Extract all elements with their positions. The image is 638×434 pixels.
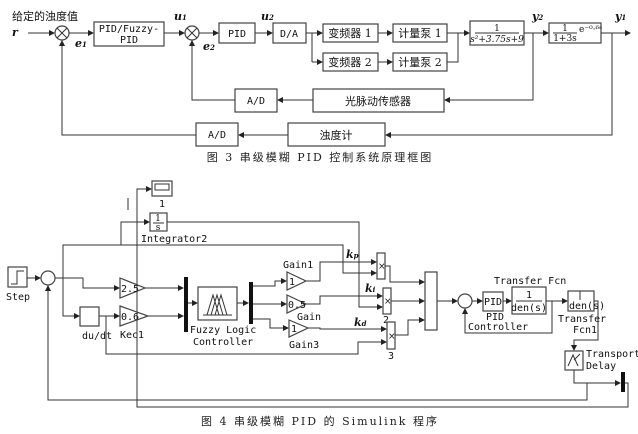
pump-2-label: 计量泵 2	[398, 56, 442, 69]
ad-inner-label: A/D	[247, 96, 265, 107]
transport-delay-block	[564, 350, 584, 371]
gain3-value: 1	[291, 324, 297, 335]
summing-junction-2	[184, 25, 200, 41]
figure-4-simulink-model: 1 1 s Integrator2 Step du/dt 2.5 0.6 Kec…	[6, 180, 638, 428]
optical-sensor-label: 光脉动传感器	[345, 94, 411, 108]
gain-block	[286, 294, 308, 314]
kec-gain-label: Kec1	[120, 330, 144, 341]
transport-delay-label-2: Delay	[586, 361, 616, 372]
gain1-label: Gain1	[283, 260, 313, 271]
mux-bar	[184, 277, 188, 332]
integrator-numerator: 1	[155, 214, 161, 224]
da-label: D/A	[280, 29, 298, 40]
product-3-label: 3	[388, 351, 394, 362]
product-2-label: 2	[383, 315, 389, 326]
transfer-fcn1-label-2: Fcn1	[573, 325, 597, 336]
signal-u1: u1	[174, 10, 187, 23]
ke-gain-value: 2.5	[121, 284, 139, 295]
transfer-fcn-numerator: 1	[526, 290, 532, 301]
turbidimeter-label: 浊度计	[320, 128, 353, 142]
kp-label: kp	[346, 248, 359, 261]
ki-label: ki	[365, 282, 376, 295]
kec-gain-value: 0.6	[121, 312, 139, 323]
kec-gain-block	[119, 305, 150, 327]
step-label: Step	[6, 292, 30, 303]
gain3-block	[288, 319, 310, 338]
signal-u2: u2	[261, 10, 274, 23]
integrator-label: Integrator2	[141, 234, 207, 245]
inner-sum-block	[457, 293, 473, 309]
demux-bar	[249, 282, 253, 324]
figure-3-caption: 图 3 串级模糊 PID 控制系统原理框图	[207, 150, 434, 164]
figure-3-block-diagram: 给定的浊度值 r e1 PID/Fuzzy- PID u1 e2 PID u2 …	[12, 9, 631, 164]
transfer-fcn1-label: Transfer	[558, 314, 606, 325]
kd-label: kd	[354, 316, 367, 329]
ad-outer-label: A/D	[208, 130, 226, 141]
ke-gain-block	[119, 277, 147, 299]
signal-r: r	[12, 26, 19, 39]
transfer-fcn1-denominator: den(s)	[569, 301, 605, 312]
derivative-label: du/dt	[82, 331, 112, 342]
integrator-denominator: s	[156, 223, 161, 233]
pid-gains-mux-block	[424, 271, 438, 331]
gain-label: Gain	[297, 312, 321, 323]
signal-y2: y2	[531, 10, 543, 23]
pid-controller-label: PID	[486, 312, 504, 323]
pid-label: PID	[228, 29, 246, 40]
pump-1-label: 计量泵 1	[398, 27, 442, 40]
signal-y1: y1	[614, 10, 626, 23]
fuzzy-pid-label-2: PID	[120, 35, 138, 46]
tf1-denominator: s²+3.75s+9	[470, 35, 524, 45]
fuzzy-label-2: Controller	[193, 337, 253, 348]
transfer-fcn-denominator: den(s)	[511, 303, 547, 314]
product-2-symbol: ×	[384, 297, 392, 307]
vfd-1-label: 变频器 1	[328, 26, 372, 40]
product-1-symbol: ×	[378, 262, 386, 272]
pid-block-text: PID	[484, 297, 502, 308]
transfer-fcn-label: Transfer Fcn	[494, 276, 566, 287]
tf2-denominator: 1+3s	[553, 34, 577, 44]
signal-e2: e2	[203, 40, 215, 53]
tf2-delay-term: e⁻⁰·⁶ˢ	[579, 25, 602, 35]
gain1-block	[286, 271, 308, 291]
scope-block	[151, 180, 173, 197]
error-sum-block	[40, 270, 56, 286]
setpoint-label: 给定的浊度值	[12, 9, 78, 23]
tf1-numerator: 1	[494, 24, 500, 34]
gain1-value: 1	[289, 277, 295, 288]
fuzzy-pid-block	[93, 21, 165, 47]
summing-junction-1	[54, 25, 70, 41]
product-3-symbol: ×	[388, 332, 396, 342]
fuzzy-label: Fuzzy Logic	[190, 325, 256, 336]
gain3-label: Gain3	[289, 340, 319, 351]
figure-4-caption: 图 4 串级模糊 PID 的 Simulink 程序	[201, 414, 439, 428]
derivative-block	[79, 306, 100, 327]
gain-value: 0.5	[288, 300, 306, 311]
output-bar	[621, 372, 625, 392]
scope-label: 1	[159, 199, 165, 210]
vfd-2-label: 变频器 2	[328, 55, 372, 69]
pid-controller-label-2: Controller	[468, 322, 528, 333]
fuzzy-pid-label: PID/Fuzzy-	[99, 24, 159, 35]
signal-e1: e1	[75, 37, 87, 50]
transport-delay-label: Transport	[586, 349, 638, 360]
tf2-numerator: 1	[562, 24, 568, 34]
